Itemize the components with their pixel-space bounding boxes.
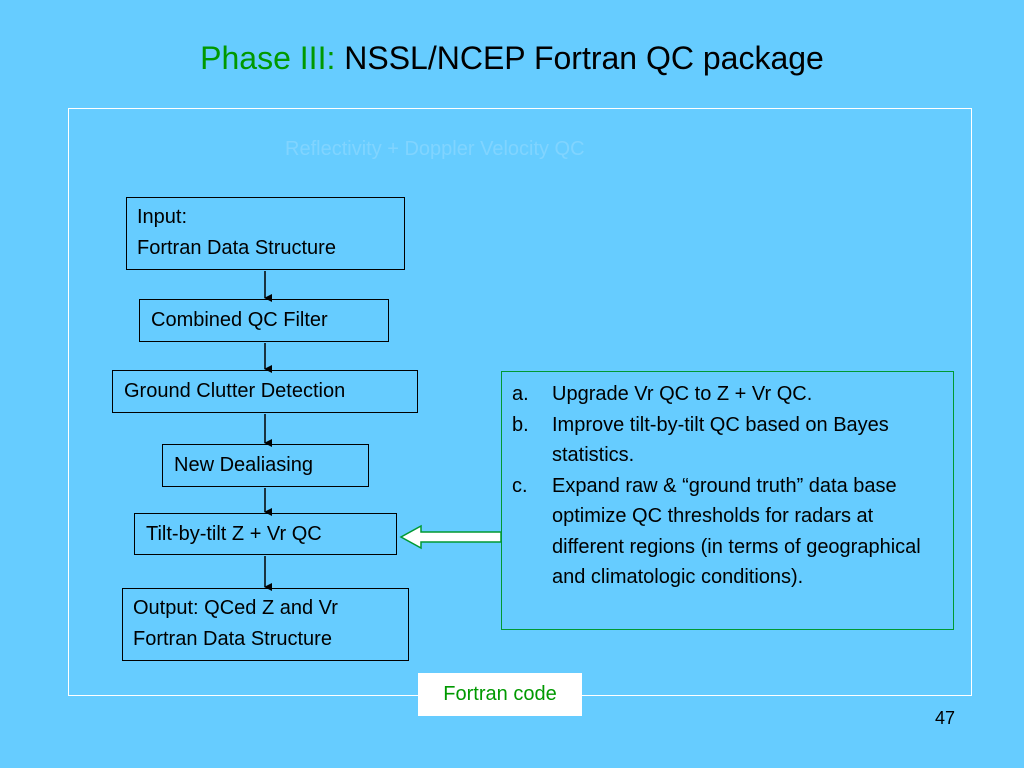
input-line1: Input: xyxy=(137,206,188,228)
fortran-code-label: Fortran code xyxy=(418,673,582,716)
input-line2: Fortran Data Structure xyxy=(137,237,336,259)
dealiasing-label: New Dealiasing xyxy=(174,454,313,476)
combined-qc-box: Combined QC Filter xyxy=(139,299,389,342)
note-item: c. Expand raw & “ground truth” data base… xyxy=(512,471,943,593)
output-line1: Output: QCed Z and Vr xyxy=(133,597,338,619)
title-phase: Phase III: xyxy=(200,40,336,76)
note-marker: c. xyxy=(512,474,528,497)
note-text: Expand raw & “ground truth” data base op… xyxy=(552,474,921,589)
output-line2: Fortran Data Structure xyxy=(133,628,332,650)
output-box: Output: QCed Z and Vr Fortran Data Struc… xyxy=(122,588,409,661)
tilt-qc-label: Tilt-by-tilt Z + Vr QC xyxy=(146,523,322,545)
input-box: Input: Fortran Data Structure xyxy=(126,197,405,270)
note-text: Upgrade Vr QC to Z + Vr QC. xyxy=(552,383,813,405)
ground-clutter-box: Ground Clutter Detection xyxy=(112,370,418,413)
note-item: b. Improve tilt-by-tilt QC based on Baye… xyxy=(512,410,943,471)
page-number: 47 xyxy=(935,708,956,728)
faint-heading: Reflectivity + Doppler Velocity QC xyxy=(285,138,585,160)
note-text: Improve tilt-by-tilt QC based on Bayes s… xyxy=(552,413,889,467)
note-marker: a. xyxy=(512,383,529,405)
dealiasing-box: New Dealiasing xyxy=(162,444,369,487)
block-arrow-notes-to-tilt xyxy=(399,524,502,550)
ground-clutter-label: Ground Clutter Detection xyxy=(124,380,346,402)
note-item: a. Upgrade Vr QC to Z + Vr QC. xyxy=(512,379,943,410)
combined-qc-label: Combined QC Filter xyxy=(151,309,328,331)
slide-title: Phase III: NSSL/NCEP Fortran QC package xyxy=(0,40,1024,77)
notes-box: a. Upgrade Vr QC to Z + Vr QC. b. Improv… xyxy=(501,371,954,630)
note-marker: b. xyxy=(512,413,529,436)
title-text: NSSL/NCEP Fortran QC package xyxy=(344,40,824,76)
